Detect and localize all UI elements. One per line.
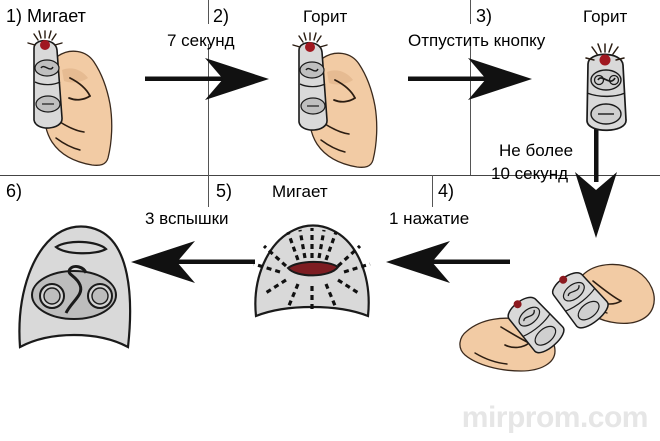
- vertical-transition-line-2: 10 секунд: [491, 164, 569, 183]
- arrow-right-step-2-to-3: [408, 55, 533, 105]
- led-slot: [54, 240, 108, 255]
- divider-vertical-bottom-left: [208, 175, 209, 207]
- arrow-down-step-3-to-4: [572, 110, 622, 240]
- arrow-left-step-5-to-6: [130, 238, 255, 288]
- key-fob-shape: [298, 41, 328, 131]
- led-indicator-solid: [585, 43, 625, 66]
- step-3-number: 3): [476, 6, 493, 26]
- step-5-state: Мигает: [272, 182, 328, 201]
- step-2-transition-label: 7 секунд: [167, 31, 235, 50]
- illustration-step-6-fob-top-off: [8, 215, 138, 355]
- step-5-transition-label: 3 вспышки: [145, 209, 229, 228]
- right-hand-with-fob: [551, 263, 655, 329]
- watermark: mirprom.com: [461, 401, 649, 434]
- illustration-step-3-fob-alone: [574, 38, 638, 138]
- divider-horizontal-middle: [0, 175, 660, 176]
- divider-vertical-bottom-right: [432, 175, 433, 207]
- illustration-step-5-fob-top-flashing: [246, 212, 376, 322]
- led-slot: [286, 260, 340, 277]
- illustration-step-4-two-hands-with-fobs: [445, 253, 660, 398]
- led-indicator-blinking: [27, 30, 63, 50]
- key-fob-shape: [586, 53, 627, 132]
- step-2-number: 2): [213, 6, 230, 26]
- flash-rays: [253, 228, 371, 312]
- divider-vertical-top-left-2: [208, 44, 209, 175]
- step-6-number: 6): [6, 181, 23, 201]
- arrow-right-step-1-to-2: [145, 55, 270, 105]
- step-3-state: Горит: [583, 7, 628, 26]
- arrow-left-step-4-to-5: [385, 238, 510, 288]
- step-1-number: 1): [6, 6, 23, 26]
- divider-vertical-top-right-2: [470, 44, 471, 175]
- step-1-number-and-state: 1) Мигает: [6, 7, 86, 25]
- key-fob-shape: [33, 39, 63, 129]
- step-1-state: Мигает: [27, 6, 86, 26]
- step-4-transition-label: 1 нажатие: [389, 209, 470, 228]
- divider-vertical-top-right: [470, 0, 471, 24]
- left-hand-with-fob: [459, 296, 565, 372]
- logo-button: [31, 264, 117, 320]
- led-indicator-solid: [292, 32, 328, 52]
- illustration-step-1-hand-holding-fob: [12, 26, 142, 166]
- step-3-transition-label: Отпустить кнопку: [408, 31, 546, 50]
- illustration-step-2-hand-holding-fob: [277, 28, 407, 168]
- step-5-number: 5): [216, 181, 233, 201]
- step-2-state: Горит: [303, 7, 348, 26]
- divider-vertical-top-left: [208, 0, 209, 24]
- step-4-number: 4): [438, 181, 455, 201]
- vertical-transition-line-1: Не более: [499, 141, 574, 160]
